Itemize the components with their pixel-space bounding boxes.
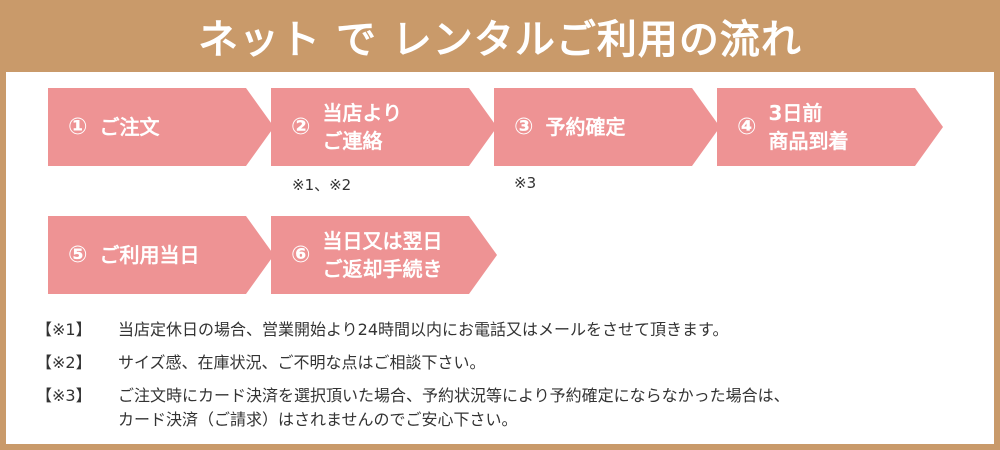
step-2-contact: ② 当店より ご連絡 xyxy=(271,88,497,166)
step-arrow-shape xyxy=(48,88,274,166)
step-arrow-shape xyxy=(717,88,943,166)
header-title: ネット で レンタルご利用の流れ xyxy=(198,17,802,63)
step-number: ⑥ xyxy=(291,242,311,268)
step-label: 当店より ご連絡 xyxy=(322,101,403,153)
footnote-text: 当店定休日の場合、営業開始より24時間以内にお電話又はメールをさせて頂きます。 xyxy=(118,320,729,339)
step-number: ② xyxy=(291,114,311,140)
footnote-text: ご注文時にカード決済を選択頂いた場合、予約状況等により予約確定にならなかった場合… xyxy=(118,386,790,429)
step-arrow-shape xyxy=(494,88,720,166)
step-4-arrival: ④ 3日前 商品到着 xyxy=(717,88,943,166)
step-5-use-day: ⑤ ご利用当日 xyxy=(48,216,274,294)
step-3-note: ※3 xyxy=(514,174,537,192)
step-number: ① xyxy=(68,114,88,140)
step-6-return: ⑥ 当日又は翌日 ご返却手続き xyxy=(271,216,497,294)
step-arrow-shape xyxy=(271,216,497,294)
step-arrow-shape xyxy=(48,216,274,294)
step-label: 3日前 商品到着 xyxy=(768,101,849,153)
footnote-text: サイズ感、在庫状況、ご不明な点はご相談下さい。 xyxy=(118,353,486,372)
footnote-1: 【※1】 当店定休日の場合、営業開始より24時間以内にお電話又はメールをさせて頂… xyxy=(36,318,981,342)
step-label: ご利用当日 xyxy=(99,243,200,267)
footnote-2: 【※2】 サイズ感、在庫状況、ご不明な点はご相談下さい。 xyxy=(36,351,981,375)
step-arrow-shape xyxy=(271,88,497,166)
footnote-key: 【※1】 xyxy=(36,320,92,339)
step-3-confirm: ③ 予約確定 xyxy=(494,88,720,166)
step-number: ④ xyxy=(737,114,757,140)
footnotes: 【※1】 当店定休日の場合、営業開始より24時間以内にお電話又はメールをさせて頂… xyxy=(36,318,981,441)
step-2-note: ※1、※2 xyxy=(292,176,352,194)
step-label: ご注文 xyxy=(99,115,160,139)
footnote-key: 【※3】 xyxy=(36,386,92,405)
step-number: ③ xyxy=(514,114,534,140)
footnote-3: 【※3】 ご注文時にカード決済を選択頂いた場合、予約状況等により予約確定にならな… xyxy=(36,384,981,432)
step-label: 予約確定 xyxy=(545,115,626,139)
step-number: ⑤ xyxy=(68,242,88,268)
step-1-order: ① ご注文 xyxy=(48,88,274,166)
footnote-key: 【※2】 xyxy=(36,353,92,372)
header-bar: ネット で レンタルご利用の流れ xyxy=(0,0,1000,72)
step-label: 当日又は翌日 ご返却手続き xyxy=(322,229,443,281)
